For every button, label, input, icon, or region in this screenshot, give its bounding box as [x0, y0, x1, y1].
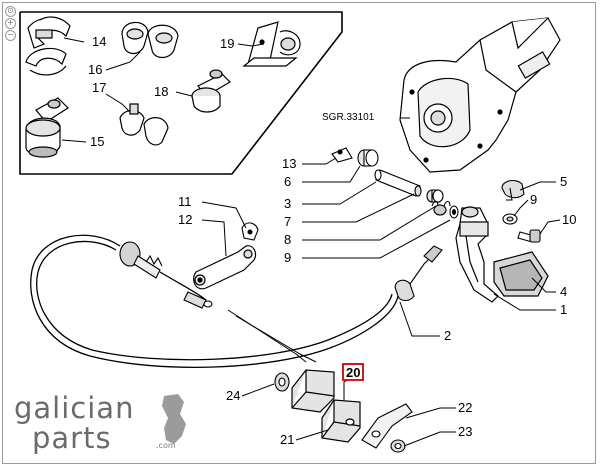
part-9-washer-left	[449, 205, 459, 219]
part-21-support-block	[321, 399, 361, 443]
part-10-bolt	[517, 229, 541, 243]
part-6-bushing	[357, 149, 379, 167]
callout-19[interactable]: 19	[220, 36, 234, 51]
part-19-bracket	[242, 21, 301, 67]
part-9-washer-right	[502, 213, 518, 225]
reference-code: SGR.33101	[322, 112, 375, 123]
part-24-grommet	[274, 372, 290, 392]
callout-20-highlighted[interactable]: 20	[346, 365, 360, 380]
pedal-box-housing	[399, 17, 561, 173]
part-16-double-clip	[121, 21, 179, 59]
logo-word-bottom: parts	[32, 421, 112, 455]
callout-6[interactable]: 6	[284, 174, 291, 189]
callout-24[interactable]: 24	[226, 388, 240, 403]
part-2-clutch-cable	[30, 234, 399, 368]
callout-16[interactable]: 16	[88, 62, 102, 77]
callout-18[interactable]: 18	[154, 84, 168, 99]
callout-9[interactable]: 9	[530, 192, 537, 207]
callout-22[interactable]: 22	[458, 400, 472, 415]
logo-map-icon	[162, 394, 186, 444]
callout-23[interactable]: 23	[458, 424, 472, 439]
part-8-spring	[431, 200, 451, 216]
callout-5[interactable]: 5	[560, 174, 567, 189]
part-12-lever	[193, 245, 257, 290]
part-20-support-block	[291, 369, 335, 413]
callout-2[interactable]: 2	[444, 328, 451, 343]
part-1-clutch-pedal	[455, 206, 499, 303]
callout-9[interactable]: 9	[284, 250, 291, 265]
callout-21[interactable]: 21	[280, 432, 294, 447]
part-7-bushing	[426, 189, 444, 203]
part-4-pedal-pad	[493, 251, 549, 297]
callout-15[interactable]: 15	[90, 134, 104, 149]
callout-17[interactable]: 17	[92, 80, 106, 95]
callout-12[interactable]: 12	[178, 212, 192, 227]
highlight-box-20[interactable]	[342, 363, 364, 381]
part-13-clip	[331, 147, 353, 163]
callout-13[interactable]: 13	[282, 156, 296, 171]
part-22-bracket	[361, 403, 413, 449]
leader-lines	[61, 37, 561, 447]
part-15-cable-socket	[25, 97, 69, 158]
callout-4[interactable]: 4	[560, 284, 567, 299]
callout-10[interactable]: 10	[562, 212, 576, 227]
callout-7[interactable]: 7	[284, 214, 291, 229]
callout-11[interactable]: 11	[178, 194, 192, 209]
zoom-out-icon[interactable]: −	[5, 30, 16, 41]
part-17-clip	[119, 103, 169, 146]
zoom-reset-icon[interactable]: ⊙	[5, 6, 16, 17]
part-14-clip	[25, 16, 71, 76]
logo-suffix: .com	[156, 441, 176, 450]
galicianparts-logo: galician parts .com	[14, 392, 186, 455]
callout-3[interactable]: 3	[284, 196, 291, 211]
inset-frame	[19, 11, 343, 175]
callout-8[interactable]: 8	[284, 232, 291, 247]
cable-end-fittings	[119, 241, 443, 309]
part-3-pivot-shaft	[374, 169, 422, 197]
callout-14[interactable]: 14	[92, 34, 106, 49]
logo-word-top: galician	[14, 392, 134, 425]
zoom-tools: ⊙ + −	[5, 6, 17, 42]
part-18-grommet	[191, 69, 231, 113]
part-23-grommet	[390, 439, 406, 453]
part-5-stopper	[501, 179, 525, 201]
callout-1[interactable]: 1	[560, 302, 567, 317]
zoom-in-icon[interactable]: +	[5, 18, 16, 29]
